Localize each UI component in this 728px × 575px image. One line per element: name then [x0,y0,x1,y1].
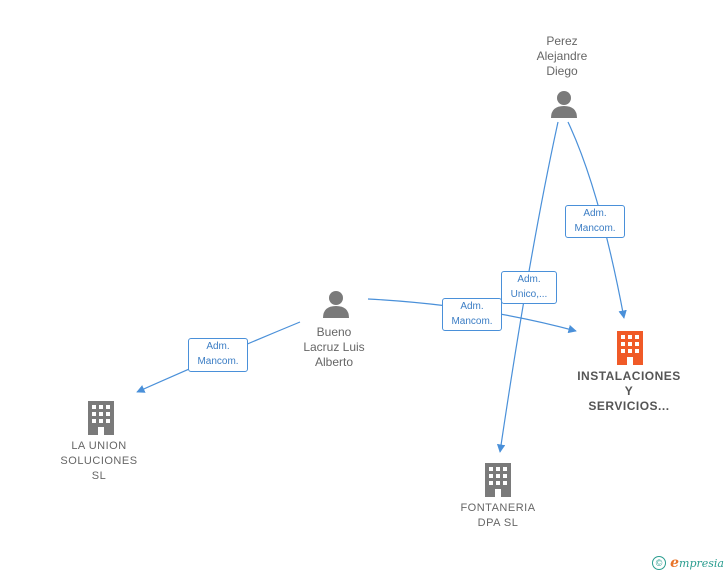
edge-perez-fontaneria [496,121,559,453]
company-label-la-union[interactable]: LA UNION SOLUCIONES SL [60,440,138,482]
building-icon[interactable] [85,399,117,435]
relation-label-perez-fontaneria[interactable]: Adm. Unico,... [501,271,557,304]
building-icon[interactable] [482,461,514,497]
brand-logo: empresia [670,555,724,571]
footer-brand: © empresia [652,555,724,571]
relation-label-bueno-la-union[interactable]: Adm. Mancom. [188,338,248,372]
person-label-perez[interactable]: Perez Alejandre Diego [536,34,588,78]
relation-label-perez-instalaciones[interactable]: Adm. Mancom. [565,205,625,238]
person-icon[interactable] [549,89,579,119]
building-icon[interactable] [614,329,646,365]
company-label-fontaneria[interactable]: FONTANERIA DPA SL [460,502,536,529]
company-label-instalaciones[interactable]: INSTALACIONES Y SERVICIOS... [577,369,681,413]
person-icon[interactable] [321,289,351,319]
copyright-icon: © [652,556,667,570]
person-label-bueno[interactable]: Bueno Lacruz Luis Alberto [303,325,365,369]
relation-label-bueno-instalaciones[interactable]: Adm. Mancom. [442,298,502,331]
